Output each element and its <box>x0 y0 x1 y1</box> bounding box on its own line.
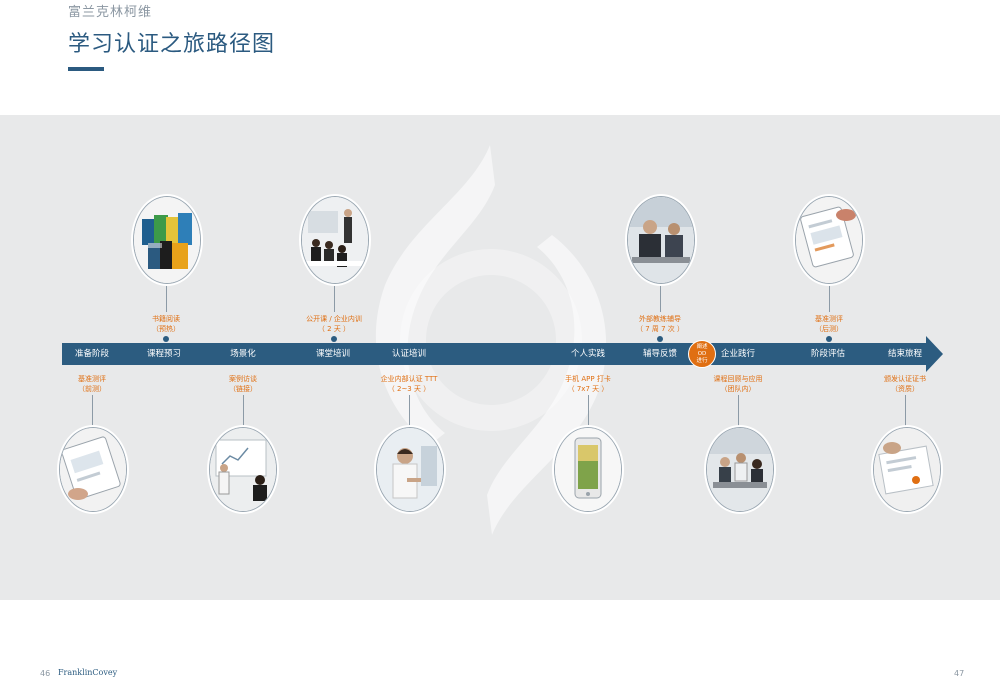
note-detail: （后测） <box>815 325 843 333</box>
connector-line <box>334 282 335 312</box>
connector-line <box>243 395 244 427</box>
franklincovey-logo: FranklinCovey <box>58 668 118 677</box>
connector-dot <box>331 336 337 342</box>
stage-label: 课堂培训 <box>315 349 351 359</box>
stage-label: 场景化 <box>230 349 256 359</box>
step-note: 基准测评 （前测） <box>78 374 106 394</box>
badge-line: OD <box>697 350 707 357</box>
note-detail: （资质） <box>891 385 919 393</box>
timeline-arrow <box>62 343 928 365</box>
connector-dot <box>657 336 663 342</box>
step-note: 基准测评 （后测） <box>815 314 843 334</box>
note-title: 课程回顾与应用 <box>713 375 763 383</box>
connector-line <box>660 282 661 312</box>
step-note: 手机 APP 打卡 （ 7x7 天 ） <box>565 374 611 394</box>
note-title: 企业内部认证 TTT <box>380 375 438 383</box>
note-detail: （ 7x7 天 ） <box>567 385 609 393</box>
note-title: 手机 APP 打卡 <box>565 375 611 383</box>
stage-label: 准备阶段 <box>74 349 110 359</box>
note-title: 公开课 / 企业内训 <box>306 315 362 323</box>
step-note: 颁发认证证书 （资质） <box>884 374 926 394</box>
step-note: 案例访谈 （链接） <box>229 374 257 394</box>
stage-label: 认证培训 <box>391 349 427 359</box>
note-title: 外部教练辅导 <box>638 315 681 323</box>
connector-line <box>92 395 93 427</box>
page-title: 学习认证之旅路径图 <box>68 32 276 57</box>
watermark-logo-icon <box>375 145 607 535</box>
connector-line <box>738 395 739 427</box>
step-note: 外部教练辅导 （ 7 周 7 次 ） <box>636 314 684 334</box>
presenter-icon <box>376 427 444 512</box>
note-title: 基准测评 <box>815 315 843 323</box>
books-icon <box>133 196 201 284</box>
note-detail: （ 2~3 天 ） <box>387 385 431 393</box>
connector-line <box>409 395 410 427</box>
badge-line: 阐述 <box>696 343 708 350</box>
connector-line <box>166 282 167 312</box>
note-title: 书籍阅读 <box>152 315 180 323</box>
note-detail: （前测） <box>78 385 106 393</box>
step-note: 课程回顾与应用 （团队内） <box>714 374 763 394</box>
connector-dot <box>826 336 832 342</box>
note-title: 颁发认证证书 <box>884 375 926 383</box>
title-underline <box>68 67 104 71</box>
note-title: 案例访谈 <box>229 375 257 383</box>
connector-line <box>905 395 906 427</box>
brand-name: 富兰克林柯维 <box>68 5 153 20</box>
team-meeting-icon <box>706 427 774 512</box>
connector-line <box>829 282 830 312</box>
stage-label: 结束旅程 <box>887 349 923 359</box>
note-title: 基准测评 <box>78 375 106 383</box>
step-note: 书籍阅读 （预热） <box>152 314 180 334</box>
note-detail: （预热） <box>152 325 180 333</box>
od-badge: 阐述 OD 进行 <box>688 340 716 368</box>
stage-label: 企业践行 <box>720 349 756 359</box>
coaching-icon <box>627 196 695 284</box>
certificate-icon <box>873 427 941 512</box>
stage-label: 课程预习 <box>146 349 182 359</box>
step-note: 公开课 / 企业内训 （ 2 天 ） <box>306 314 362 334</box>
connector-line <box>588 395 589 427</box>
stage-label: 阶段评估 <box>810 349 846 359</box>
note-detail: （ 7 周 7 次 ） <box>635 325 685 333</box>
page-number-left: 46 <box>40 669 51 678</box>
note-detail: （链接） <box>229 385 257 393</box>
tablet-report-icon <box>795 196 863 284</box>
tablet-chart-icon <box>59 427 127 512</box>
note-detail: （团队内） <box>720 385 756 393</box>
badge-line: 进行 <box>696 357 708 364</box>
stage-label: 个人实践 <box>570 349 606 359</box>
page-number-right: 47 <box>954 669 965 678</box>
mobile-app-icon <box>554 427 622 512</box>
arrow-head-icon <box>926 336 943 372</box>
classroom-icon <box>301 196 369 284</box>
note-detail: （ 2 天 ） <box>317 325 351 333</box>
whiteboard-icon <box>209 427 277 512</box>
stage-label: 辅导反馈 <box>642 349 678 359</box>
step-note: 企业内部认证 TTT （ 2~3 天 ） <box>381 374 438 394</box>
connector-dot <box>163 336 169 342</box>
